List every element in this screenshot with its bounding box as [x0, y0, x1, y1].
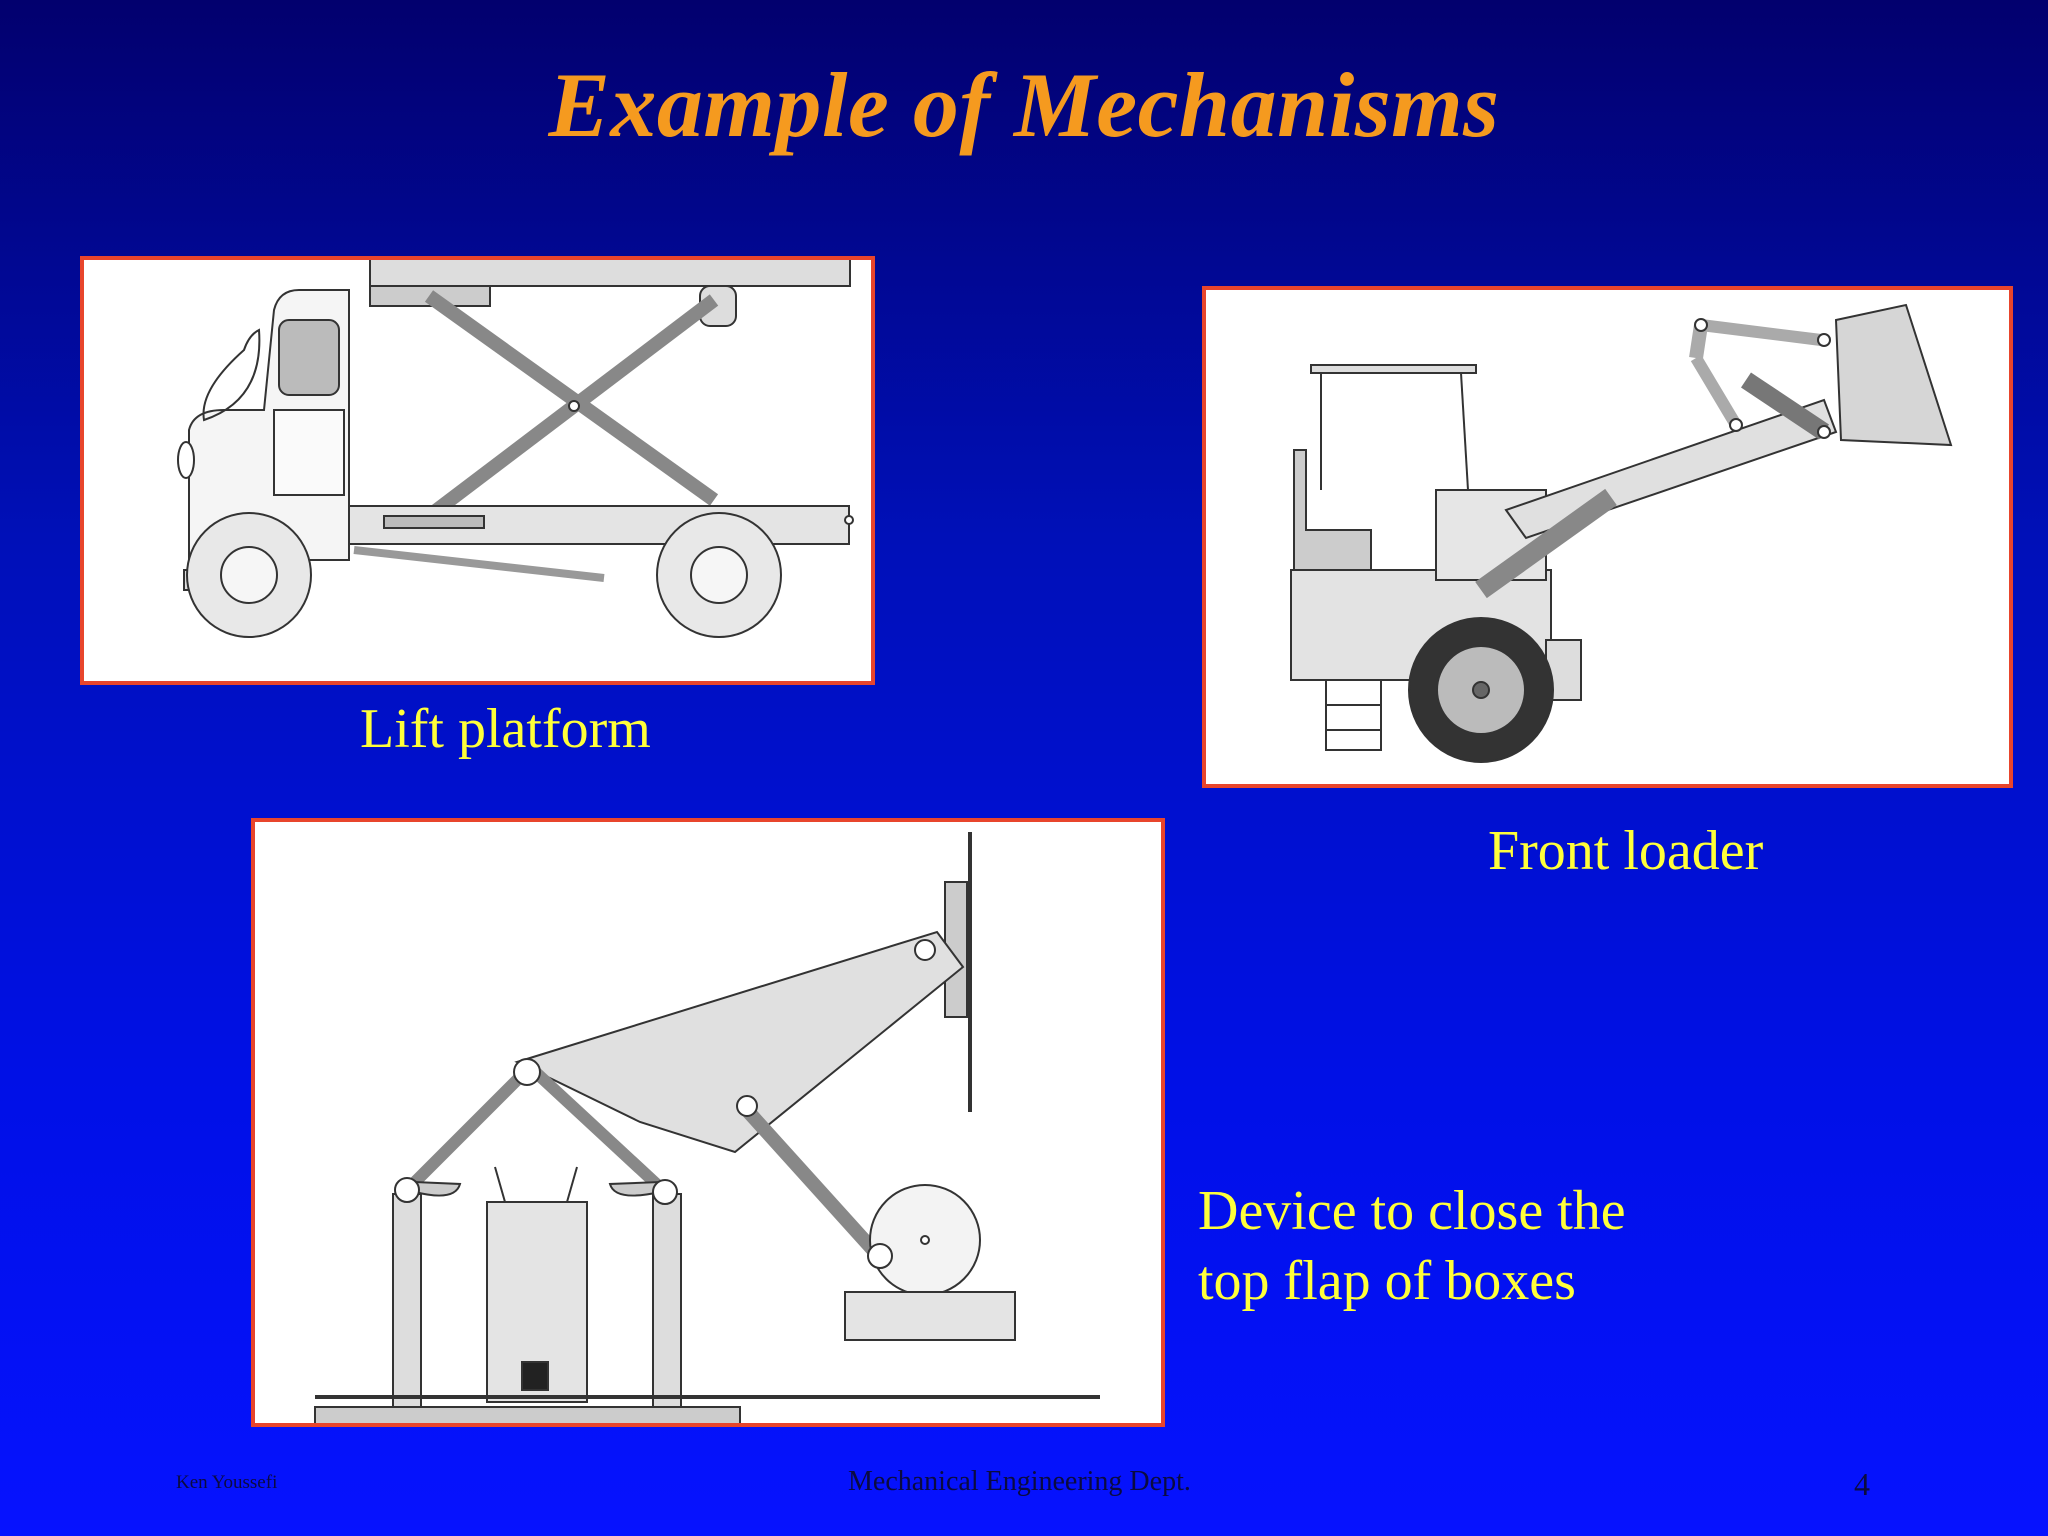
front-loader-drawing — [1290, 303, 1953, 763]
box-flap-device-drawing — [314, 832, 1100, 1423]
box-flap-device-caption-line1: Device to close the — [1198, 1180, 1626, 1242]
footer-author: Ken Youssefi — [176, 1472, 278, 1493]
slide-title: Example of Mechanisms — [548, 54, 1500, 156]
box-flap-device-panel — [251, 818, 1165, 1427]
lift-platform-drawing — [177, 260, 854, 638]
box-flap-device-caption-line2: top flap of boxes — [1198, 1250, 1576, 1312]
slide-page-number: 4 — [1854, 1466, 1870, 1502]
lift-platform-panel — [80, 256, 875, 685]
footer-department: Mechanical Engineering Dept. — [848, 1466, 1191, 1497]
lift-platform-caption: Lift platform — [360, 698, 651, 760]
front-loader-caption: Front loader — [1488, 820, 1764, 882]
front-loader-panel — [1202, 286, 2013, 788]
